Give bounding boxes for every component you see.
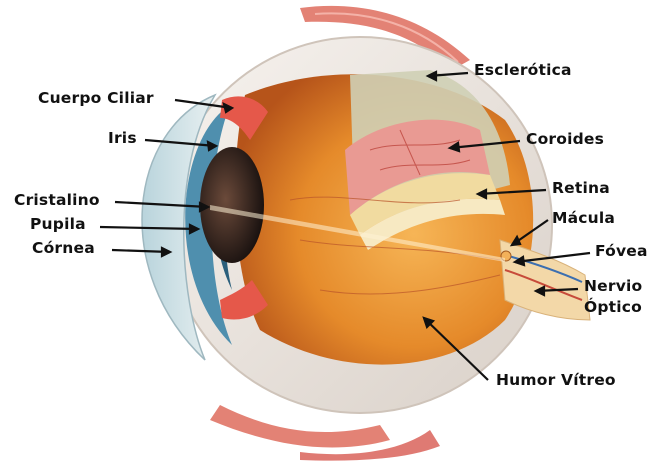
label-fovea: Fóvea [595, 244, 648, 260]
lens-shape [200, 147, 264, 263]
label-cuerpo-ciliar: Cuerpo Ciliar [38, 91, 154, 107]
label-cornea: Córnea [32, 241, 95, 257]
label-coroides: Coroides [526, 132, 604, 148]
label-humor-vitreo: Humor Vítreo [496, 373, 616, 389]
extraocular-muscle-bottom [210, 405, 440, 461]
eye-interior [200, 70, 590, 365]
label-nervio: Nervio [584, 279, 642, 295]
label-optico: Óptico [584, 300, 642, 316]
label-pupila: Pupila [30, 217, 86, 233]
label-iris: Iris [108, 131, 137, 147]
label-macula: Mácula [552, 211, 615, 227]
label-retina: Retina [552, 181, 610, 197]
label-cristalino: Cristalino [14, 193, 100, 209]
label-esclerotica: Esclerótica [474, 63, 572, 79]
